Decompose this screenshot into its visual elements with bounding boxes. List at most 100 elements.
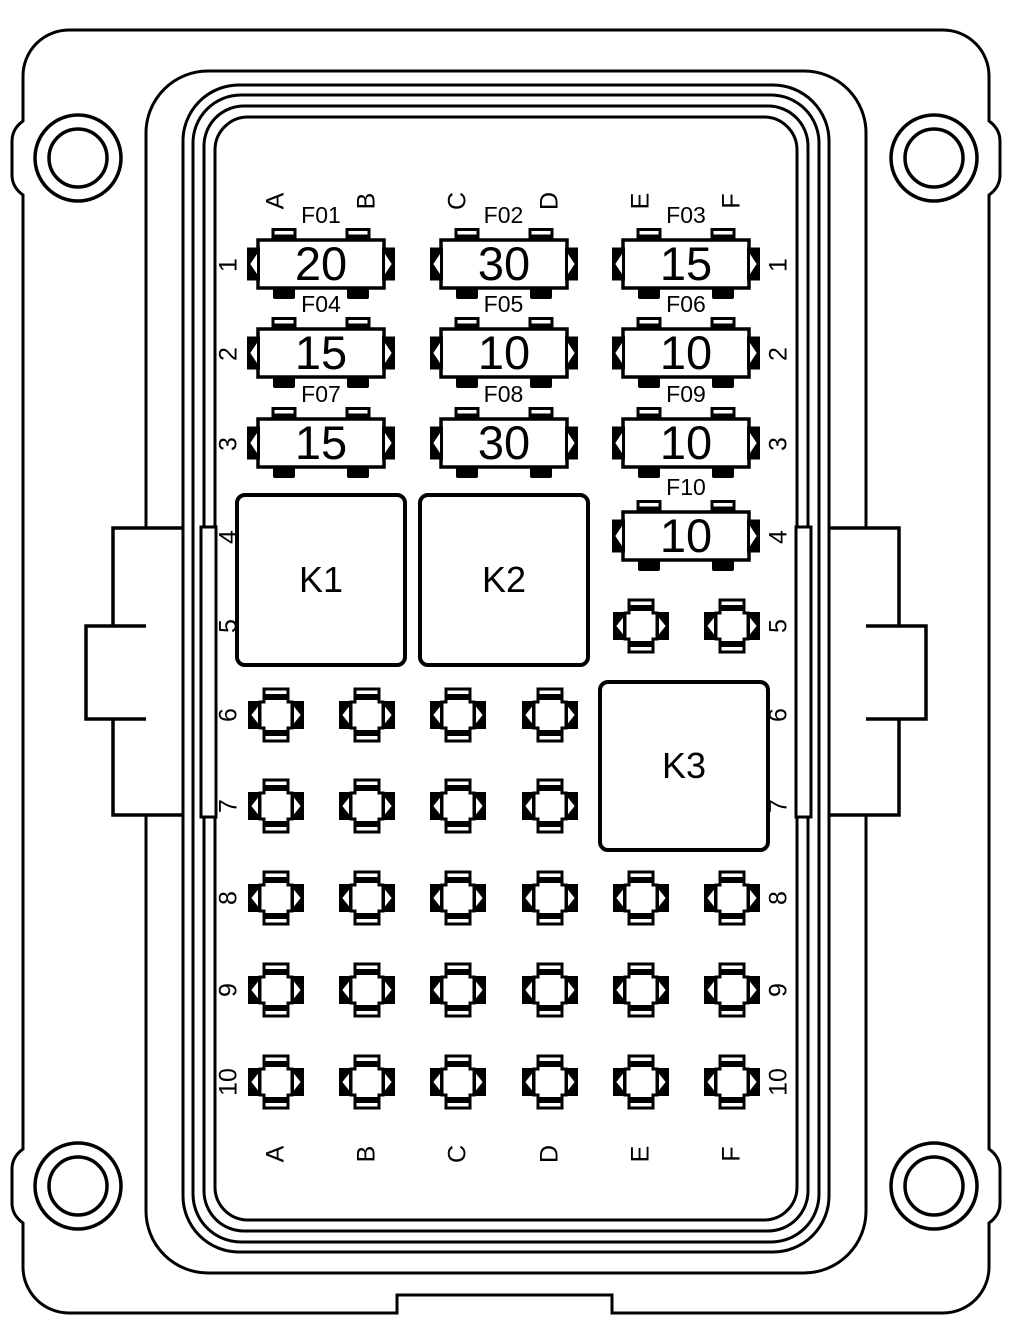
fuse-left-clip bbox=[612, 519, 625, 553]
terminal-D6 bbox=[521, 687, 578, 748]
fuse-body bbox=[256, 417, 386, 469]
row-label-left-9: 9 bbox=[214, 983, 243, 997]
fuse-id-label: F03 bbox=[666, 202, 706, 228]
terminal-cross-icon bbox=[430, 870, 486, 926]
terminal-D10 bbox=[521, 1054, 578, 1115]
row-label-left-2: 2 bbox=[214, 347, 243, 361]
fuse-rating: 30 bbox=[477, 237, 529, 290]
fuse-F04: F04 15 bbox=[247, 293, 395, 391]
mounting-hole-top-right bbox=[889, 113, 979, 203]
terminal-cross-icon bbox=[703, 598, 760, 654]
terminal-cross-icon bbox=[521, 778, 578, 834]
fuse-rating: 20 bbox=[295, 237, 347, 290]
fuse-F06: F06 10 bbox=[612, 293, 760, 391]
column-label-bottom-E: E bbox=[626, 1145, 654, 1163]
terminal-cross-icon bbox=[247, 870, 304, 926]
fuse-icon: 10 bbox=[612, 407, 760, 478]
fuse-right-clip bbox=[747, 336, 760, 370]
row-label-left-7: 7 bbox=[214, 799, 243, 813]
fuse-F07: F07 15 bbox=[247, 383, 395, 481]
fuse-id-label: F09 bbox=[666, 381, 706, 407]
relay-label: K1 bbox=[298, 559, 344, 600]
terminal-A9 bbox=[247, 962, 304, 1023]
terminal-cross-icon bbox=[703, 870, 760, 926]
column-label-bottom-F: F bbox=[717, 1146, 745, 1162]
fuse-F02: F02 30 bbox=[429, 204, 578, 302]
terminal-E10 bbox=[612, 1054, 669, 1115]
column-label-bottom-B: B bbox=[352, 1145, 380, 1163]
row-label-right-3: 3 bbox=[764, 437, 793, 451]
row-label-left-8: 8 bbox=[214, 891, 243, 905]
right-connector-step bbox=[866, 624, 928, 721]
terminal-F10 bbox=[703, 1054, 760, 1115]
fuse-left-clip bbox=[612, 247, 625, 281]
fuse-right-clip bbox=[747, 519, 760, 553]
row-label-left-1: 1 bbox=[214, 258, 243, 272]
fuse-right-clip bbox=[564, 336, 578, 370]
terminal-cross-icon bbox=[612, 962, 669, 1018]
fuse-body bbox=[438, 417, 569, 469]
row-label-right-6: 6 bbox=[764, 708, 793, 722]
terminal-E9 bbox=[612, 962, 669, 1023]
fuse-F09: F09 10 bbox=[612, 383, 760, 481]
row-label-right-9: 9 bbox=[764, 983, 793, 997]
terminal-cross-icon bbox=[247, 1054, 304, 1110]
mounting-hole-top-left bbox=[33, 113, 123, 203]
terminal-cross-icon bbox=[612, 870, 669, 926]
relay-K3: K3 bbox=[598, 680, 770, 852]
fuse-right-clip bbox=[564, 426, 578, 460]
fuse-id-label: F05 bbox=[483, 291, 524, 317]
fuse-F03: F03 15 bbox=[612, 204, 760, 302]
terminal-A7 bbox=[247, 778, 304, 839]
terminal-A6 bbox=[247, 687, 304, 748]
fuse-icon: 30 bbox=[429, 228, 578, 299]
fuse-left-clip bbox=[247, 336, 260, 370]
column-label-bottom-A: A bbox=[261, 1145, 289, 1163]
fuse-left-clip bbox=[247, 426, 260, 460]
terminal-cross-icon bbox=[521, 1054, 578, 1110]
fuse-body bbox=[621, 327, 751, 379]
row-label-right-5: 5 bbox=[764, 619, 793, 633]
terminal-B8 bbox=[338, 870, 395, 931]
fuse-icon: 10 bbox=[612, 500, 760, 571]
terminal-cross-icon bbox=[247, 962, 304, 1018]
fuse-F01: F01 20 bbox=[247, 204, 395, 302]
terminal-cross-icon bbox=[247, 687, 304, 743]
row-label-right-4: 4 bbox=[764, 530, 793, 544]
fuse-rating: 10 bbox=[477, 326, 529, 379]
terminal-cross-icon bbox=[430, 778, 486, 834]
fuse-rating: 10 bbox=[660, 326, 712, 379]
fuse-right-clip bbox=[382, 247, 395, 281]
mounting-hole-bottom-right bbox=[889, 1141, 979, 1231]
terminal-cross-icon bbox=[338, 870, 395, 926]
fuse-rating: 10 bbox=[660, 416, 712, 469]
fuse-rating: 15 bbox=[295, 326, 347, 379]
terminal-F5 bbox=[703, 598, 760, 659]
fuse-left-clip bbox=[429, 247, 443, 281]
fuse-icon: 10 bbox=[429, 317, 578, 388]
terminal-cross-icon bbox=[521, 962, 578, 1018]
fuse-right-clip bbox=[564, 247, 578, 281]
row-label-right-1: 1 bbox=[764, 258, 793, 272]
fuse-rating: 10 bbox=[660, 509, 712, 562]
terminal-cross-icon bbox=[430, 962, 486, 1018]
fuse-left-clip bbox=[612, 336, 625, 370]
terminal-cross-icon bbox=[338, 687, 395, 743]
fuse-left-clip bbox=[247, 247, 260, 281]
terminal-cross-icon bbox=[521, 687, 578, 743]
fuse-icon: 10 bbox=[612, 317, 760, 388]
terminal-D7 bbox=[521, 778, 578, 839]
terminal-B10 bbox=[338, 1054, 395, 1115]
fuse-right-clip bbox=[747, 247, 760, 281]
terminal-cross-icon bbox=[612, 1054, 669, 1110]
fuse-icon: 15 bbox=[612, 228, 760, 299]
fuse-id-label: F06 bbox=[666, 291, 706, 317]
fuse-F10: F10 10 bbox=[612, 476, 760, 574]
terminal-cross-icon bbox=[703, 962, 760, 1018]
fuse-icon: 30 bbox=[429, 407, 578, 478]
terminal-A8 bbox=[247, 870, 304, 931]
terminal-E5 bbox=[612, 598, 669, 659]
column-label-bottom-D: D bbox=[535, 1144, 563, 1164]
fuse-F05: F05 10 bbox=[429, 291, 578, 391]
terminal-C8 bbox=[430, 870, 486, 931]
